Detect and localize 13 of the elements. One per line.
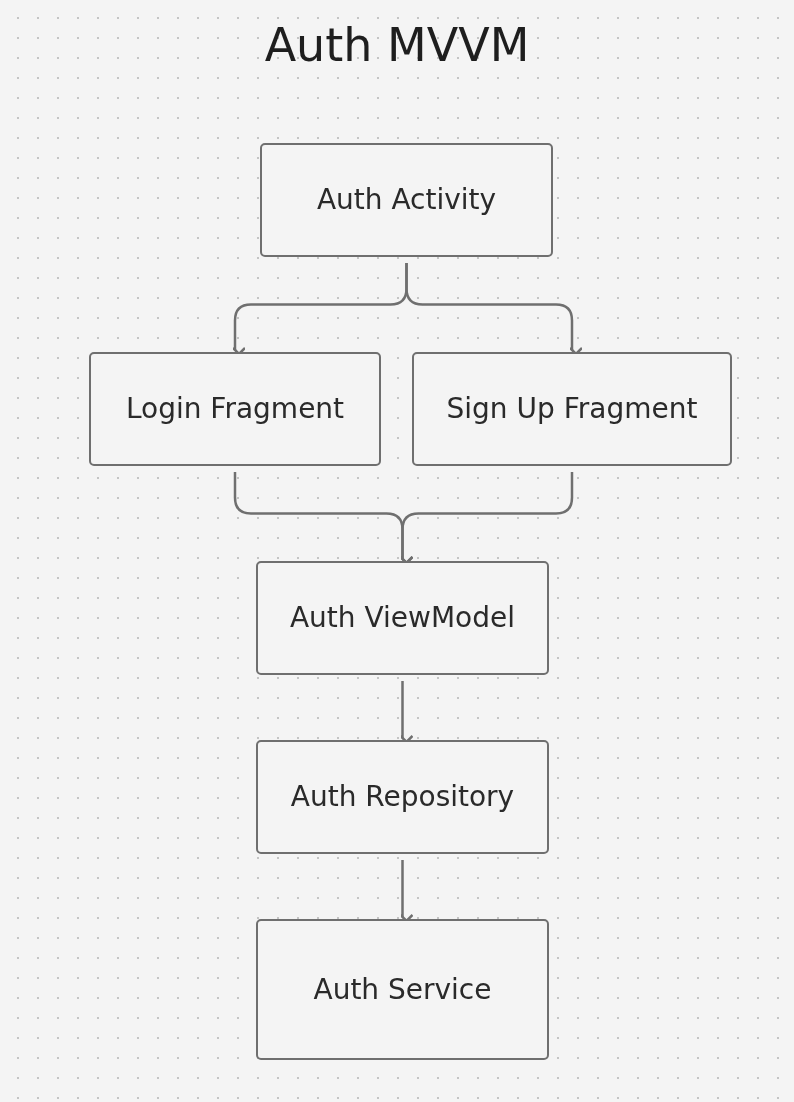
box-label: Auth Repository [290,779,515,815]
box-label: Login Fragment [125,391,345,427]
process-box [89,352,381,466]
process-box [260,143,553,257]
box-label: Auth Activity [316,182,497,218]
box-label: Sign Up Fragment [446,391,698,427]
box-label: Auth ViewModel [289,600,515,636]
diagram-title: Auth MVVM [263,18,531,72]
process-box [256,740,549,854]
process-box [256,919,549,1060]
process-box [412,352,732,466]
box-label: Auth Service [313,971,492,1008]
process-box [256,561,549,675]
